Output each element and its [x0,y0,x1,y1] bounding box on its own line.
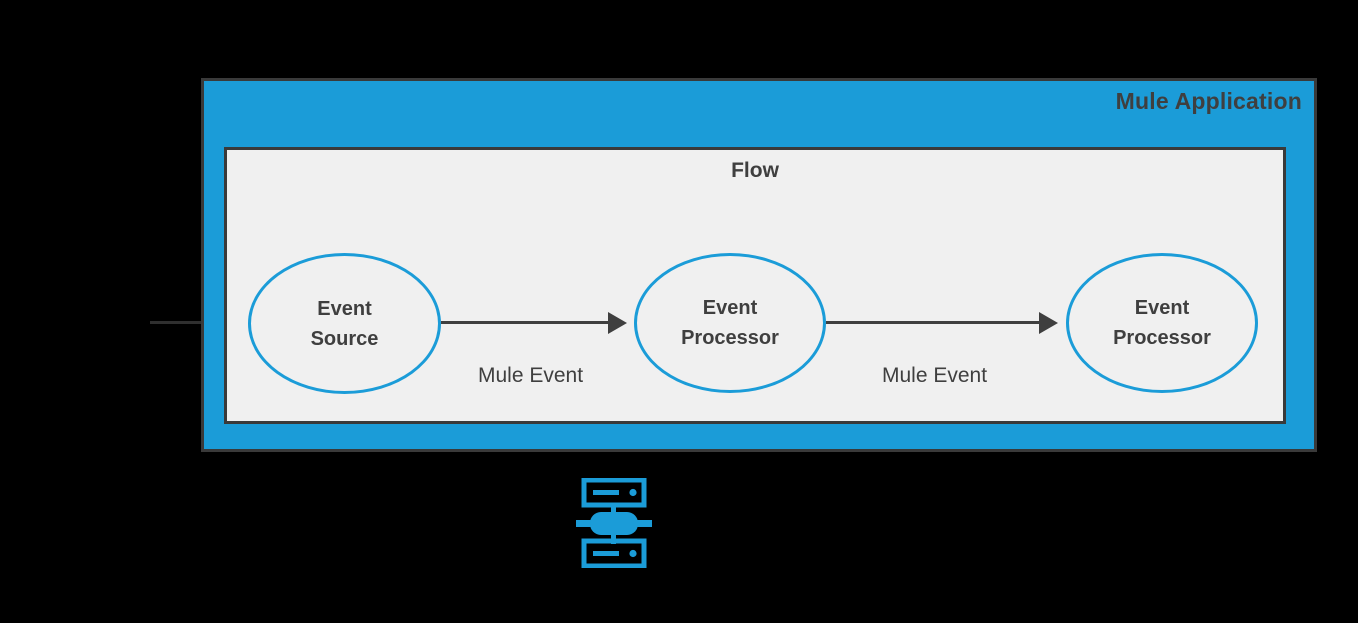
connector-processor-1-to-processor-2-line [826,321,1042,324]
inbound-connector-line [150,321,230,324]
mule-runtime-server-icon [576,477,652,569]
connector-label-mule-event-2: Mule Event [882,364,988,387]
connector-source-to-processor-1-arrowhead [608,312,627,334]
node-event-source[interactable]: Event Source [248,253,441,394]
flow-title: Flow [731,159,779,182]
connector-source-to-processor-1-line [441,321,612,324]
node-event-processor-1-label: Event Processor [681,297,779,349]
node-event-processor-1[interactable]: Event Processor [634,253,826,393]
node-event-source-label: Event Source [310,297,379,350]
connector-processor-1-to-processor-2-arrowhead [1039,312,1058,334]
node-event-processor-2[interactable]: Event Processor [1066,253,1258,393]
connector-label-mule-event-1: Mule Event [478,364,584,387]
mule-application-title: Mule Application [1115,88,1302,114]
node-event-processor-2-label: Event Processor [1113,297,1211,349]
